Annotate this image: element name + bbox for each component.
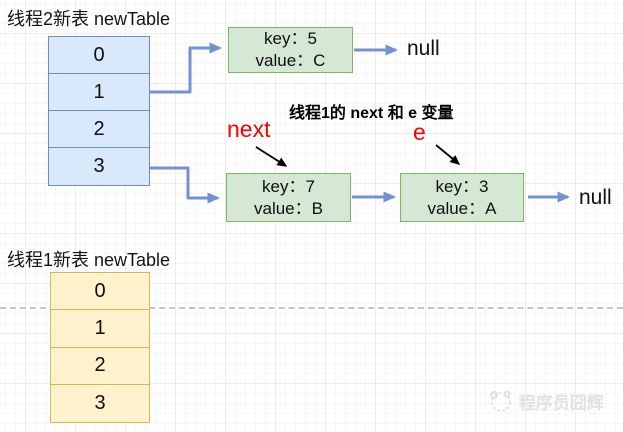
arrow-e-pointer — [435, 144, 461, 165]
thread1-bucket-1: 1 — [51, 310, 149, 348]
entry-node-key5: key：5 value：C — [228, 27, 353, 73]
arrow-bucket3-to-node7 — [150, 166, 220, 204]
entry-key-line: key：5 — [264, 29, 317, 49]
entry-value-line: value：B — [254, 198, 323, 218]
thread1-bucket-0: 0 — [51, 273, 149, 311]
watermark-text: 程序员囧辉 — [519, 393, 604, 413]
thread2-newtable: 0 1 2 3 — [48, 36, 150, 186]
arrow-next-pointer — [255, 146, 288, 167]
next-pointer-label: next — [227, 116, 271, 142]
entry-value-line: value：A — [427, 198, 497, 218]
e-pointer-label: e — [413, 119, 426, 145]
thread2-bucket-2: 2 — [49, 111, 149, 148]
thread1-bucket-2: 2 — [51, 348, 149, 385]
entry-key-line: key：3 — [435, 176, 489, 196]
entry-node-key7: key：7 value：B — [226, 173, 351, 222]
annotation-title: 线程1的 next 和 e 变量 — [289, 105, 454, 122]
entry-key-line: key：7 — [262, 176, 315, 196]
entry-value-line: value：C — [255, 51, 326, 70]
thread2-bucket-0: 0 — [49, 37, 149, 74]
thread1-bucket-3: 3 — [94, 391, 106, 414]
thread1-newtable: 0 1 2 3 — [50, 272, 150, 423]
null-label-top: null — [407, 37, 440, 60]
watermark-logo-icon — [490, 390, 511, 412]
page-divider-dashed-line — [0, 307, 623, 309]
watermark: 程序员囧辉 — [486, 388, 604, 414]
thread2-bucket-1: 1 — [49, 74, 149, 111]
thread2-bucket-3: 3 — [93, 155, 105, 177]
arrow-bucket1-to-node5 — [150, 42, 222, 94]
thread1-table-label: 线程1新表 newTable — [7, 250, 171, 270]
thread2-table-label: 线程2新表 newTable — [7, 9, 171, 29]
null-label-bottom: null — [579, 186, 612, 209]
entry-node-key3: key：3 value：A — [400, 173, 524, 222]
